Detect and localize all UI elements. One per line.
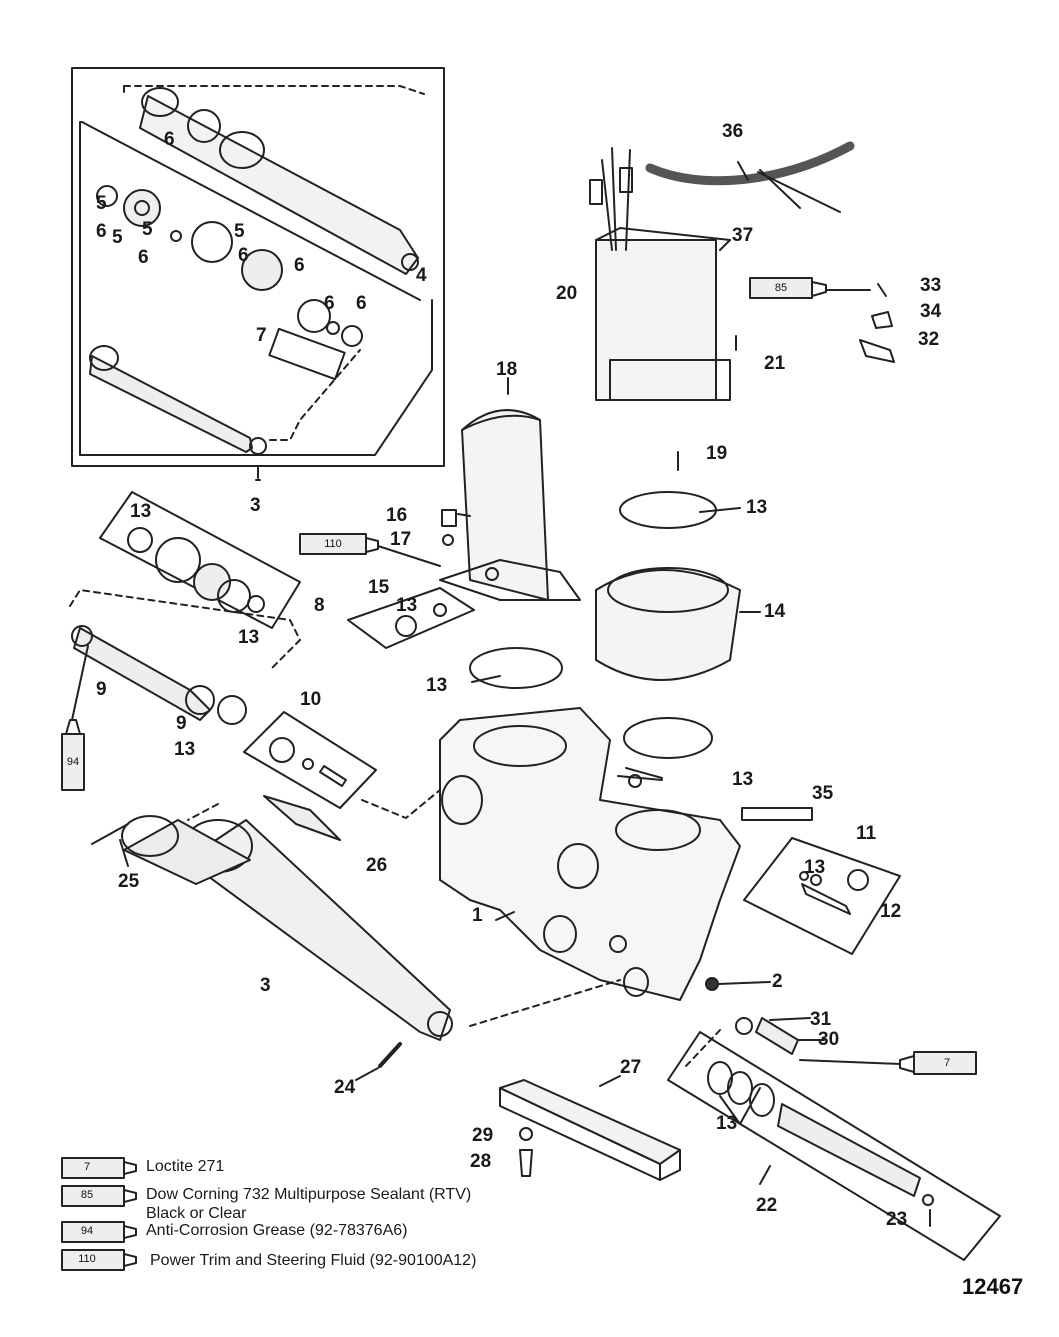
callout-6-e: 6 [294, 255, 305, 276]
legend-text-loctite: Loctite 271 [146, 1158, 225, 1175]
callout-29: 29 [472, 1125, 494, 1146]
callout-13-i: 13 [238, 627, 260, 648]
callout-13-d: 13 [732, 769, 754, 790]
callout-3-lower: 3 [260, 975, 271, 996]
box-10 [243, 711, 377, 809]
callout-8: 8 [314, 595, 325, 616]
callout-6-a: 6 [164, 129, 175, 150]
callout-13-b: 13 [396, 595, 418, 616]
legend-text-dow-corning-2: Black or Clear [146, 1205, 247, 1222]
callout-26: 26 [366, 855, 388, 876]
callout-6-g: 6 [356, 293, 367, 314]
legend-text-fluid: Power Trim and Steering Fluid (92-90100A… [150, 1252, 477, 1269]
callout-13-h: 13 [130, 501, 152, 522]
piston-rod-9 [71, 625, 215, 721]
callout-11: 11 [856, 823, 877, 844]
strip-35 [741, 807, 813, 821]
grease-tube-94 [61, 719, 85, 791]
callout-24: 24 [334, 1077, 356, 1098]
callout-5-b: 5 [112, 227, 123, 248]
callout-13-c: 13 [426, 675, 448, 696]
callout-3-inset: 3 [250, 495, 261, 516]
callout-15: 15 [368, 577, 390, 598]
callout-22: 22 [756, 1195, 778, 1216]
trim-cylinder-tube [139, 87, 419, 275]
callout-6-c: 6 [138, 247, 149, 268]
callout-13-g: 13 [174, 739, 196, 760]
callout-27: 27 [620, 1057, 642, 1078]
pump-body [595, 567, 741, 681]
callout-10: 10 [300, 689, 322, 710]
callout-5-c: 5 [142, 219, 153, 240]
sealant-tube-85 [749, 277, 827, 299]
callout-6-d: 6 [238, 245, 249, 266]
legend-tube-num-110: 110 [78, 1253, 96, 1265]
callout-32: 32 [918, 329, 940, 350]
callout-20: 20 [556, 283, 578, 304]
legend-tube-num-85: 85 [80, 1189, 94, 1201]
legend-tube-num-94: 94 [80, 1225, 94, 1237]
box-15 [347, 587, 475, 649]
figure-number: 12467 [962, 1274, 1024, 1299]
callout-6-f: 6 [324, 293, 335, 314]
callout-35: 35 [812, 783, 834, 804]
fluid-tube-110 [299, 533, 379, 555]
box-11 [743, 837, 901, 955]
box-22 [667, 1031, 1001, 1261]
tube-label-94: 94 [66, 756, 80, 768]
callout-9-b: 9 [176, 713, 187, 734]
callout-4: 4 [416, 265, 427, 286]
legend-tube-icons [61, 1157, 137, 1271]
wire-sleeve [645, 141, 855, 186]
callout-16: 16 [386, 505, 408, 526]
tube-label-110: 110 [324, 538, 342, 550]
callout-12: 12 [880, 901, 902, 922]
main-manifold [439, 707, 741, 1001]
callout-33: 33 [920, 275, 942, 296]
legend-text-grease: Anti-Corrosion Grease (92-78376A6) [146, 1222, 408, 1239]
callout-36: 36 [722, 121, 744, 142]
callout-25: 25 [118, 871, 140, 892]
callout-34: 34 [920, 301, 942, 322]
callout-5-a: 5 [96, 193, 107, 214]
tube-label-85: 85 [774, 282, 788, 294]
callout-31: 31 [810, 1009, 832, 1030]
loctite-tube-7 [899, 1051, 977, 1075]
callout-18: 18 [496, 359, 518, 380]
piston-rod [89, 345, 267, 455]
callout-23: 23 [886, 1209, 908, 1230]
callout-2: 2 [772, 971, 783, 992]
callout-6-b: 6 [96, 221, 107, 242]
legend-tube-num-7: 7 [83, 1161, 91, 1173]
callout-14: 14 [764, 601, 786, 622]
legend-text-dow-corning: Dow Corning 732 Multipurpose Sealant (RT… [146, 1186, 472, 1203]
bar-27 [499, 1079, 681, 1181]
reservoir [439, 409, 581, 601]
callout-9-a: 9 [96, 679, 107, 700]
callout-13-a: 13 [746, 497, 768, 518]
callout-17: 17 [390, 529, 412, 550]
callout-7: 7 [256, 325, 267, 346]
trim-motor [589, 147, 731, 401]
callout-21: 21 [764, 353, 786, 374]
callout-19: 19 [706, 443, 728, 464]
callout-13-f: 13 [716, 1113, 738, 1134]
callout-30: 30 [818, 1029, 840, 1050]
callout-37: 37 [732, 225, 754, 246]
callout-13-e: 13 [804, 857, 826, 878]
callout-28: 28 [470, 1151, 492, 1172]
callout-5-d: 5 [234, 221, 245, 242]
callout-1: 1 [472, 905, 483, 926]
tube-label-7: 7 [943, 1057, 951, 1069]
